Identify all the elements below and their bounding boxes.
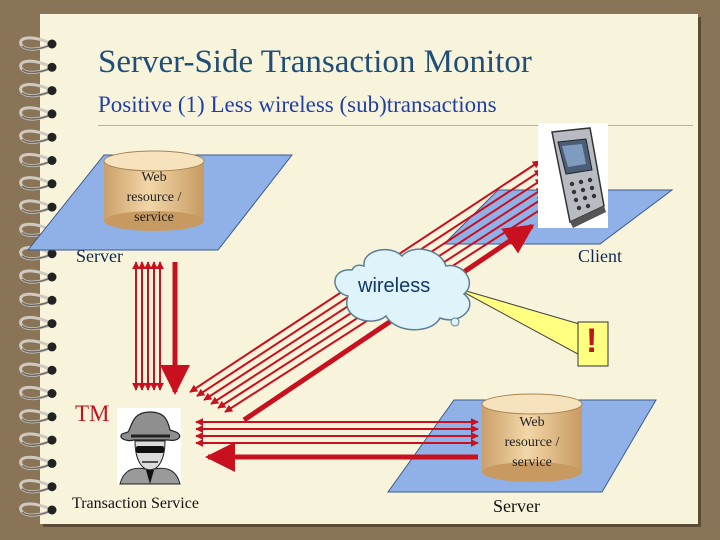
alert-box bbox=[577, 321, 609, 367]
binding-ring bbox=[19, 455, 57, 471]
tm-label: TM bbox=[75, 401, 110, 426]
top-server-label: Server bbox=[76, 246, 123, 266]
binding-ring bbox=[19, 269, 57, 284]
top-resource-label: Web resource / service bbox=[126, 170, 182, 225]
binding-ring bbox=[19, 315, 57, 331]
binding-ring bbox=[19, 479, 57, 494]
binding-ring bbox=[19, 129, 57, 144]
alert-mark: ! bbox=[586, 322, 598, 360]
bottom-resource-cylinder bbox=[481, 393, 583, 482]
slide-title: Server-Side Transaction Monitor bbox=[98, 44, 532, 80]
transaction-service-label: Transaction Service bbox=[72, 495, 199, 512]
title-divider bbox=[98, 125, 693, 126]
wireless-label: wireless bbox=[358, 275, 431, 297]
binding-ring bbox=[19, 432, 57, 447]
binding-ring bbox=[19, 82, 57, 98]
client-label: Client bbox=[578, 246, 622, 266]
binding-ring bbox=[19, 362, 57, 377]
bottom-resource-label: Web resource / service bbox=[504, 415, 560, 470]
binding-ring bbox=[19, 152, 57, 168]
top-resource-cylinder bbox=[103, 150, 205, 231]
binding-ring bbox=[19, 409, 57, 424]
spy-agent-icon bbox=[117, 408, 181, 485]
binding-ring bbox=[19, 199, 57, 214]
binding-ring bbox=[19, 385, 57, 401]
slide-subtitle: Positive (1) Less wireless (sub)transact… bbox=[98, 92, 497, 117]
binding-ring bbox=[19, 36, 57, 51]
bottom-server-label: Server bbox=[493, 496, 540, 516]
wireless-cloud-icon bbox=[334, 248, 471, 331]
mobile-phone-icon bbox=[538, 123, 608, 228]
binding-ring bbox=[19, 502, 57, 517]
tm-bottom-server-arrows bbox=[195, 418, 479, 472]
binding-ring bbox=[19, 59, 57, 74]
server-tm-arrows bbox=[132, 261, 190, 395]
binding-ring bbox=[19, 176, 57, 191]
binding-ring bbox=[19, 292, 57, 307]
spiral-binding-icon bbox=[19, 36, 57, 517]
binding-ring bbox=[19, 106, 57, 121]
binding-ring bbox=[19, 339, 57, 354]
